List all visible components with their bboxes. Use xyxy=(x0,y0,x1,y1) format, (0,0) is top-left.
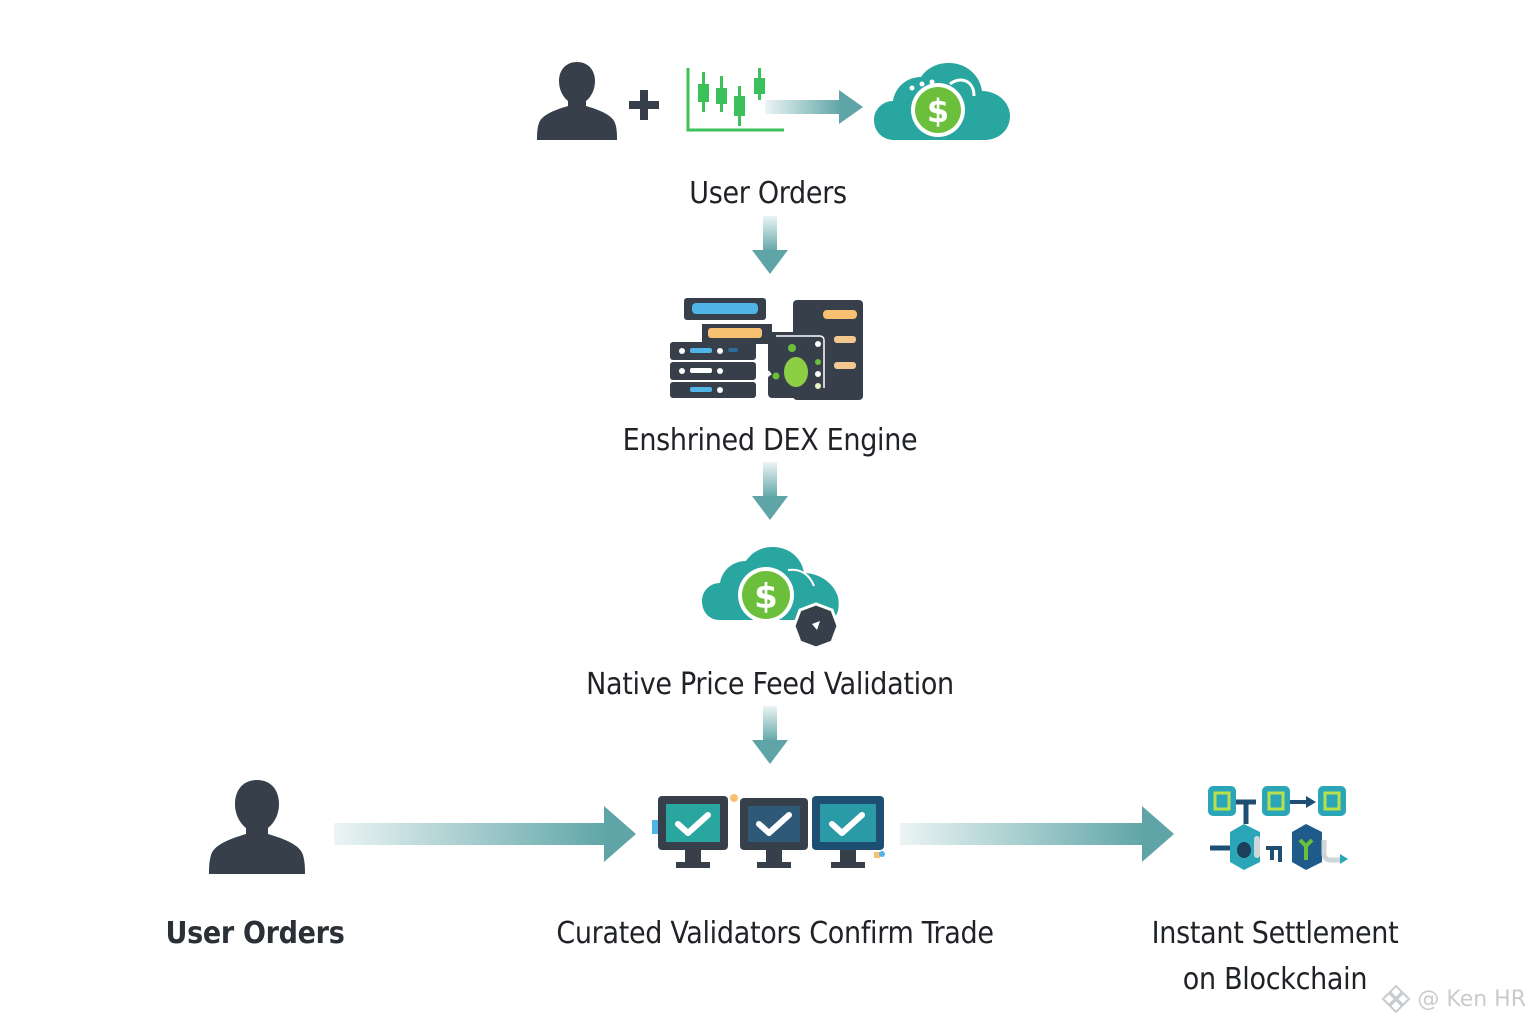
down-arrow-icon xyxy=(750,706,790,766)
bottom-user-orders-label: User Orders xyxy=(165,916,345,951)
validators-label: Curated Validators Confirm Trade xyxy=(556,916,994,951)
watermark: @ Ken HR xyxy=(1381,984,1526,1014)
settlement-label-line1: Instant Settlement xyxy=(1151,916,1399,951)
blockchain-blocks-icon xyxy=(1206,782,1350,876)
down-arrow-icon xyxy=(750,216,790,276)
arrow-right-icon xyxy=(900,806,1176,862)
monitors-checkmark-icon xyxy=(652,792,888,874)
server-engine-icon xyxy=(668,296,866,402)
svg-text:$: $ xyxy=(927,92,949,130)
top-user-orders-label: User Orders xyxy=(689,176,847,211)
bottom-user-icon xyxy=(208,778,306,876)
settlement-label-line2: on Blockchain xyxy=(1182,962,1368,997)
plus-icon xyxy=(627,88,661,122)
top-arrow-right-icon xyxy=(765,88,865,128)
cloud-dollar-shield-icon: $ xyxy=(700,540,842,650)
watermark-text: @ Ken HR xyxy=(1417,986,1526,1012)
price-feed-label: Native Price Feed Validation xyxy=(586,667,954,702)
down-arrow-icon xyxy=(750,462,790,522)
dex-engine-label: Enshrined DEX Engine xyxy=(622,423,918,458)
cloud-dollar-icon: $ xyxy=(872,62,1012,142)
svg-text:$: $ xyxy=(754,577,778,617)
diamond-logo-icon xyxy=(1381,984,1411,1014)
candlestick-chart-icon xyxy=(686,66,786,134)
top-user-icon xyxy=(536,60,618,140)
arrow-right-icon xyxy=(334,806,638,862)
